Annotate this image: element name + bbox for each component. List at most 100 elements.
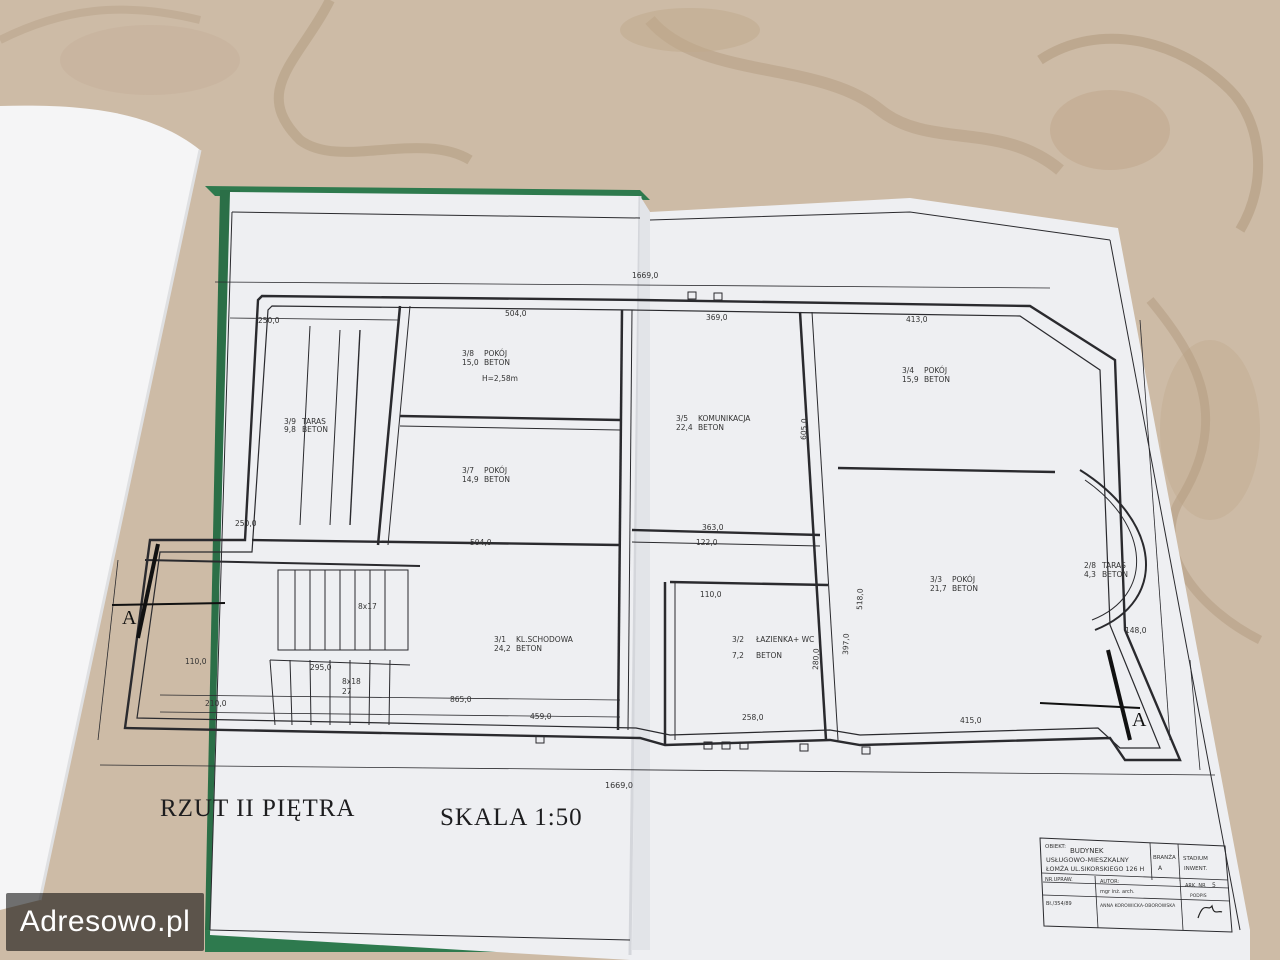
room-name: ŁAZIENKA+ WC (755, 635, 814, 644)
dim-258: 258,0 (742, 713, 764, 722)
dim-363: 363,0 (702, 523, 724, 532)
tb-object-label: OBIEKT: (1045, 844, 1066, 850)
room-area: 22,4 (676, 423, 693, 432)
dim-504-mid: 504,0 (470, 538, 492, 547)
plan-title: RZUT II PIĘTRA (160, 795, 355, 822)
room-material: BETON (756, 651, 782, 660)
room-code: 3/1 (494, 635, 506, 644)
tb-sign-label: PODPIS (1190, 893, 1207, 899)
watermark-text: Adresowo.pl (19, 905, 191, 938)
room-labels: 3/8 POKÓJ 15,0 BETON H=2,58m 3/7 POKÓJ 1… (284, 349, 1128, 696)
tb-object-line1: BUDYNEK (1070, 847, 1104, 855)
section-label-right: A (1132, 709, 1147, 731)
room-area: 7,2 (732, 651, 744, 660)
tb-branza-label: BRANŻA (1153, 854, 1176, 861)
room-code: 3/5 (676, 414, 688, 423)
room-material: BETON (484, 358, 510, 367)
dim-518: 518,0 (855, 588, 865, 610)
dim-110-b: 110,0 (700, 590, 722, 599)
dim-122: 122,0 (696, 538, 718, 547)
room-material: BETON (484, 475, 510, 484)
dim-369: 369,0 (706, 313, 728, 322)
room-3-3: 3/3 POKÓJ 21,7 BETON (930, 575, 978, 593)
dim-397: 397,0 (841, 633, 851, 655)
dimension-labels: 1669,0 1669,0 504,0 369,0 413,0 504,0 36… (185, 271, 1147, 790)
tb-stadium-value: INWENT. (1184, 866, 1207, 872)
dim-overall-bottom: 1669,0 (605, 781, 633, 790)
stair-top-label: 8x17 (358, 602, 377, 611)
room-3-7: 3/7 POKÓJ 14,9 BETON (462, 466, 510, 484)
room-area: 15,9 (902, 375, 919, 384)
tb-cert: Bł./354/89 (1046, 901, 1072, 907)
tb-author-name: ANNA KOROWICKA-OBOROWSKA (1100, 903, 1176, 909)
room-name: TARAS (301, 417, 326, 426)
room-area: 9,8 (284, 425, 296, 434)
dim-280: 280,0 (811, 648, 821, 670)
floor-plan (97, 281, 1216, 776)
dim-overall-top: 1669,0 (632, 271, 658, 280)
watermark: Adresowo.pl (6, 893, 204, 951)
title-block: OBIEKT: BUDYNEK USŁUGOWO-MIESZKALNY ŁOMŻ… (1039, 837, 1233, 933)
room-height-note: H=2,58m (482, 374, 518, 383)
dim-148: 148,0 (1125, 626, 1147, 635)
stair-bottom-label: 8x18 (342, 677, 361, 686)
dim-250-a: 250,0 (258, 316, 280, 325)
room-area: 14,9 (462, 475, 479, 484)
room-3-1: 3/1 KL.SCHODOWA 24,2 BETON (494, 635, 574, 653)
tb-object-line2: USŁUGOWO-MIESZKALNY (1046, 856, 1129, 864)
tb-sheet-label: ARK. NR (1185, 883, 1206, 889)
dim-504-top: 504,0 (505, 309, 527, 318)
room-name: POKÓJ (484, 349, 507, 358)
room-2-8-terrace: 2/8 TARAS 4,3 BETON (1084, 561, 1128, 579)
room-area: 15,0 (462, 358, 479, 367)
left-page (0, 105, 202, 911)
tb-autor-label: AUTOR: (1100, 879, 1119, 885)
room-material: BETON (952, 584, 978, 593)
dim-865: 865,0 (450, 695, 472, 704)
tb-stadium-label: STADIUM (1183, 856, 1208, 862)
room-area: 4,3 (1084, 570, 1096, 579)
room-material: BETON (924, 375, 950, 384)
stair-flights (269, 569, 411, 726)
section-label-left: A (122, 607, 137, 629)
dim-210: 210,0 (205, 699, 227, 708)
room-3-5: 3/5 KOMUNIKACJA 22,4 BETON (676, 414, 751, 432)
dim-415: 415,0 (960, 716, 982, 725)
dim-250-b: 250,0 (235, 519, 257, 528)
room-code: 3/4 (902, 366, 914, 375)
room-3-9-terrace: 3/9 TARAS 9,8 BETON (284, 417, 328, 434)
drawing-frame (209, 211, 1241, 941)
tb-nr-label: NR.UPRAW. (1045, 877, 1073, 883)
room-code: 3/8 (462, 349, 474, 358)
section-marker-right: A (1039, 649, 1147, 741)
room-name: KOMUNIKACJA (698, 414, 751, 423)
room-material: BETON (516, 644, 542, 653)
room-3-2: 3/2 ŁAZIENKA+ WC 7,2 BETON (732, 635, 814, 660)
room-code: 3/9 (284, 417, 296, 426)
room-code: 2/8 (1084, 561, 1096, 570)
room-material: BETON (302, 425, 328, 434)
room-material: BETON (698, 423, 724, 432)
dim-110-a: 110,0 (185, 657, 207, 666)
dim-295: 295,0 (310, 663, 332, 672)
signature-mark (1197, 904, 1223, 919)
room-code: 3/7 (462, 466, 474, 475)
room-material: BETON (1102, 570, 1128, 579)
tb-sheet-value: 5 (1212, 882, 1216, 889)
room-name: POKÓJ (924, 366, 947, 375)
room-name: TARAS (1101, 561, 1126, 570)
dim-413: 413,0 (906, 315, 928, 324)
tb-object-line3: ŁOMŻA UL.SIKORSKIEGO 126 H (1045, 864, 1144, 873)
room-code: 3/2 (732, 635, 744, 644)
room-code: 3/3 (930, 575, 942, 584)
room-area: 24,2 (494, 644, 511, 653)
room-3-4: 3/4 POKÓJ 15,9 BETON (902, 366, 950, 384)
room-name: POKÓJ (484, 466, 507, 475)
tb-author-title: mgr inż. arch. (1100, 889, 1135, 895)
room-3-8: 3/8 POKÓJ 15,0 BETON H=2,58m (462, 349, 518, 383)
dim-605: 605,0 (799, 418, 809, 440)
tb-branza-value: A (1158, 865, 1163, 872)
stair-count-label: 27 (342, 687, 352, 696)
room-name: KL.SCHODOWA (516, 635, 574, 644)
